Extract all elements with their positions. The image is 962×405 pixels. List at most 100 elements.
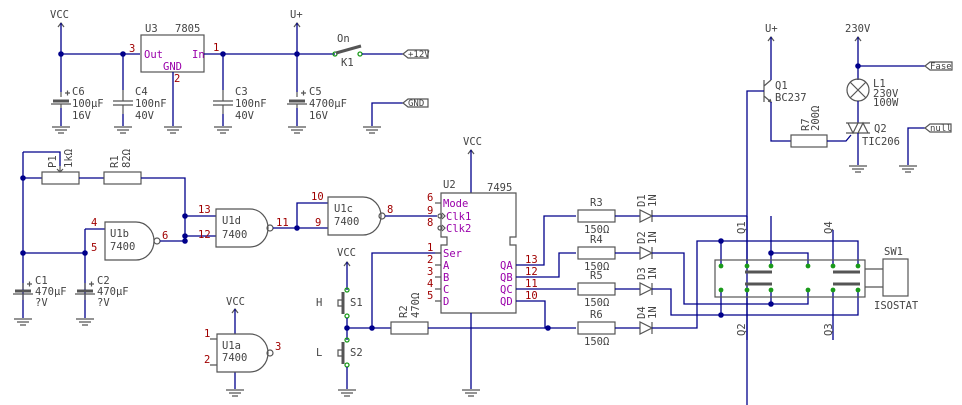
svg-text:D3: D3 xyxy=(636,267,648,280)
q1-transistor-icon xyxy=(763,79,772,103)
svg-text:B: B xyxy=(443,272,449,284)
svg-text:5: 5 xyxy=(91,242,97,254)
ground-icon xyxy=(363,126,381,134)
svg-text:200Ω: 200Ω xyxy=(810,106,822,131)
net-label-null: null xyxy=(924,123,952,134)
c4-value: 100nF xyxy=(135,98,167,110)
svg-text:Ser: Ser xyxy=(443,248,462,260)
svg-text:7400: 7400 xyxy=(222,229,247,241)
svg-text:D1: D1 xyxy=(636,194,648,207)
svg-text:QA: QA xyxy=(500,260,513,272)
svg-text:9: 9 xyxy=(315,217,321,229)
c6-ref: C6 xyxy=(72,86,85,98)
k1-ref: K1 xyxy=(341,57,354,69)
p1-potentiometer[interactable] xyxy=(41,171,80,185)
triac-section: U+ Q1 BC237 R7 200Ω 230V Fase L1 230V 10… xyxy=(746,23,953,405)
s2-label: L xyxy=(316,347,322,359)
k1-switch[interactable] xyxy=(335,44,362,55)
svg-text:1N: 1N xyxy=(647,231,659,244)
svg-text:3: 3 xyxy=(427,266,433,278)
uplus-label: U+ xyxy=(290,9,303,21)
diode-icon xyxy=(639,282,654,296)
sw1-isostat[interactable]: SW1 ISOSTAT Q1 Q4 Q2 Q3 xyxy=(714,215,919,340)
ground-icon xyxy=(338,389,356,397)
svg-text:U1d: U1d xyxy=(222,215,241,227)
vcc-label: VCC xyxy=(50,9,69,21)
c5-value: 4700µF xyxy=(309,98,347,110)
svg-text:D4: D4 xyxy=(636,306,648,319)
svg-text:GND: GND xyxy=(163,61,182,73)
svg-text:11: 11 xyxy=(525,278,538,290)
svg-text:Q4: Q4 xyxy=(823,221,835,234)
led-row-2: R4 150Ω D2 1N xyxy=(577,231,720,305)
q2-value: TIC206 xyxy=(862,136,900,148)
u3-value: 7805 xyxy=(175,23,200,35)
svg-text:P1: P1 xyxy=(47,155,59,168)
r2-resistor xyxy=(390,321,429,335)
net-label-fase: Fase xyxy=(924,61,953,72)
svg-text:R6: R6 xyxy=(590,309,603,321)
diode-icon xyxy=(639,321,654,335)
c6-value: 100µF xyxy=(72,98,104,110)
svg-text:82Ω: 82Ω xyxy=(121,149,133,168)
svg-text:VCC: VCC xyxy=(226,296,245,308)
c2-value: 470µF xyxy=(97,286,129,298)
svg-text:In: In xyxy=(192,49,205,61)
c1-value: 470µF xyxy=(35,286,67,298)
c1-rating: ?V xyxy=(35,297,48,309)
svg-text:2: 2 xyxy=(204,354,210,366)
c4-ref: C4 xyxy=(135,86,148,98)
sw1-value: ISOSTAT xyxy=(874,300,919,312)
led-driver-section: R3 150Ω D1 1N R4 150Ω D2 1N R5 150Ω D3 1… xyxy=(577,194,720,348)
svg-text:11: 11 xyxy=(276,217,289,229)
svg-text:QD: QD xyxy=(500,296,513,308)
svg-text:Out: Out xyxy=(144,49,163,61)
svg-text:150Ω: 150Ω xyxy=(584,224,609,236)
u1a-section: VCC U1a 7400 1 2 3 xyxy=(204,296,281,397)
svg-text:13: 13 xyxy=(198,204,211,216)
svg-text:A: A xyxy=(443,260,450,272)
c6-rating: 16V xyxy=(72,110,92,122)
q2-triac-icon xyxy=(846,121,870,135)
ground-icon xyxy=(462,389,480,397)
svg-text:5: 5 xyxy=(427,290,433,302)
led-row-1: R3 150Ω D1 1N xyxy=(577,194,720,236)
svg-text:2: 2 xyxy=(427,254,433,266)
svg-text:1: 1 xyxy=(204,328,210,340)
r7-resistor xyxy=(790,134,828,148)
svg-text:Mode: Mode xyxy=(443,198,468,210)
k1-state: On xyxy=(337,33,350,45)
power-supply-section: VCC C6 100µF 16V C4 100nF 40V U3 7805 Ou… xyxy=(50,9,430,134)
ground-icon xyxy=(849,165,867,173)
svg-text:U1c: U1c xyxy=(334,203,353,215)
s2-pushbutton[interactable] xyxy=(337,342,345,364)
c2-rating: ?V xyxy=(97,297,110,309)
r1-resistor xyxy=(103,171,142,185)
svg-text:R3: R3 xyxy=(590,197,603,209)
c1-ref: C1 xyxy=(35,275,48,287)
s1-pushbutton[interactable] xyxy=(337,292,345,314)
svg-text:null: null xyxy=(930,124,952,134)
svg-text:Q2: Q2 xyxy=(736,323,748,336)
c4-rating: 40V xyxy=(135,110,155,122)
diode-icon xyxy=(639,246,654,260)
svg-text:9: 9 xyxy=(427,205,433,217)
svg-text:Clk1: Clk1 xyxy=(446,211,471,223)
u2-ref: U2 xyxy=(443,179,456,191)
svg-text:10: 10 xyxy=(311,191,324,203)
svg-text:7400: 7400 xyxy=(222,352,247,364)
ground-icon xyxy=(114,126,132,134)
c3-ref: C3 xyxy=(235,86,248,98)
l1-value: 230V xyxy=(873,88,899,100)
u2-value: 7495 xyxy=(487,182,512,194)
ground-icon xyxy=(214,126,232,134)
svg-text:7400: 7400 xyxy=(110,241,135,253)
svg-text:10: 10 xyxy=(525,290,538,302)
svg-text:12: 12 xyxy=(198,229,211,241)
svg-text:3: 3 xyxy=(275,341,281,353)
c5-ref: C5 xyxy=(309,86,322,98)
u3-ref: U3 xyxy=(145,23,158,35)
svg-text:Fase: Fase xyxy=(930,62,952,72)
ground-icon xyxy=(52,126,70,134)
